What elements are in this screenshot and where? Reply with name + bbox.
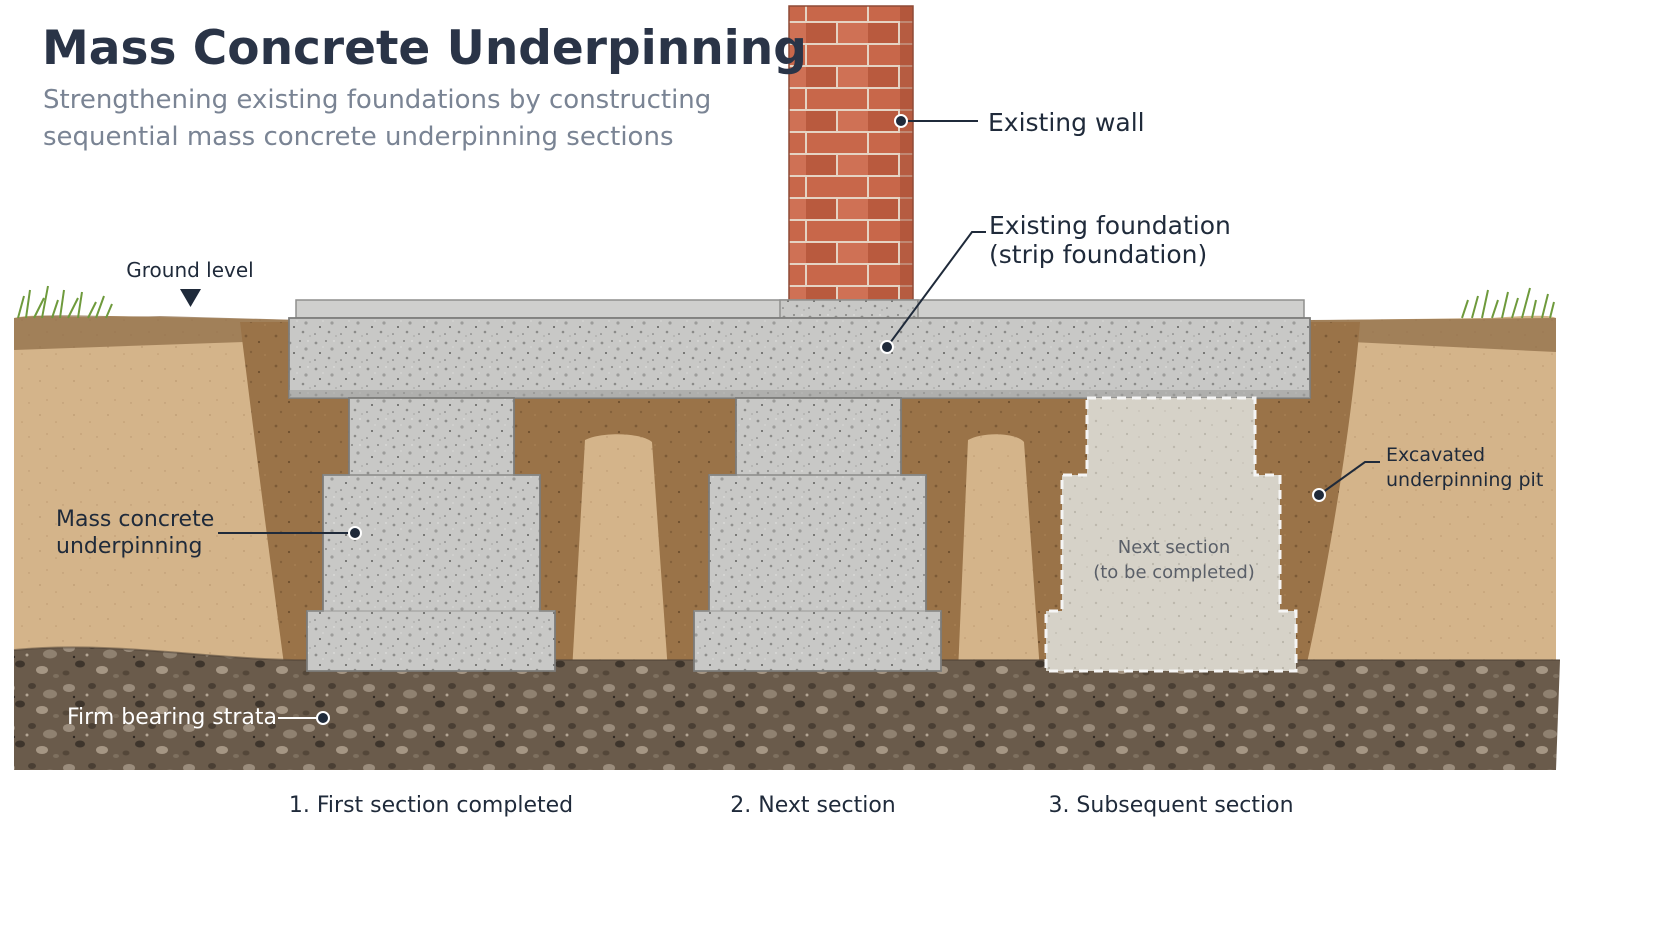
firm-bearing-strata	[14, 647, 1560, 770]
firm-bearing-strata-label: Firm bearing strata	[67, 705, 277, 730]
grass-left	[17, 285, 113, 319]
callout-existing-wall: Existing wall	[894, 108, 1145, 137]
page-subtitle-line1: Strengthening existing foundations by co…	[43, 85, 711, 115]
underpinning-section-1	[306, 397, 556, 672]
existing-wall-label: Existing wall	[988, 108, 1145, 137]
page-title: Mass Concrete Underpinning	[42, 21, 807, 76]
page-subtitle-line2: sequential mass concrete underpinning se…	[43, 122, 674, 152]
next-section-outline: Next section (to be completed)	[1044, 396, 1298, 673]
existing-wall	[788, 5, 914, 303]
step-caption-1: 1. First section completed	[289, 793, 573, 818]
mass-concrete-label-line1: Mass concrete	[56, 507, 214, 532]
next-section-label-line1: Next section	[1118, 537, 1230, 558]
callout-firm-bearing-strata: Firm bearing strata	[67, 705, 330, 730]
topsoil-band-right	[1310, 318, 1556, 352]
mass-concrete-label-line2: underpinning	[56, 534, 202, 559]
soil-pillar-2	[958, 434, 1040, 672]
soil-pillar-1	[572, 434, 668, 672]
ground-level-marker: Ground level	[126, 258, 254, 307]
topsoil-band	[14, 315, 300, 350]
callout-mass-concrete: Mass concrete underpinning	[56, 507, 362, 559]
ground-level-label: Ground level	[126, 258, 253, 282]
strata-top-edge	[13, 646, 1560, 662]
callout-excavated-pit: Excavated underpinning pit	[1312, 444, 1543, 502]
existing-foundation-label-line2: (strip foundation)	[989, 240, 1207, 269]
step-caption-2: 2. Next section	[730, 793, 895, 818]
next-section-label-line2: (to be completed)	[1093, 562, 1255, 583]
excavated-pit-label-line2: underpinning pit	[1386, 469, 1543, 491]
existing-foundation	[288, 299, 1311, 399]
ground-level-triangle-icon	[180, 289, 201, 307]
step-caption-3: 3. Subsequent section	[1048, 793, 1293, 818]
excavated-pit-label-line1: Excavated	[1386, 444, 1485, 466]
underpinning-section-2	[693, 397, 942, 672]
grass-right	[1461, 287, 1555, 319]
existing-foundation-label-line1: Existing foundation	[989, 211, 1231, 240]
callout-existing-foundation: Existing foundation (strip foundation)	[880, 211, 1231, 354]
